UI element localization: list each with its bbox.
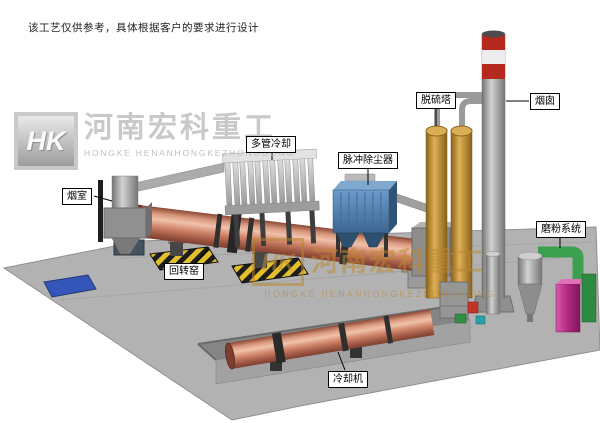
grinding-system [517,246,597,333]
chimney [471,30,515,313]
brand-latin-name: HONGKE HENANHONGKEZHONGGONG [84,148,296,159]
label-smoke-chamber: 烟室 [62,188,92,205]
label-pulse-dust-collector: 脉冲除尘器 [338,152,398,169]
auxiliary-equipment-right [439,251,501,325]
brand-watermark-left: HK 河南宏科重工 HONGKE HENANHONGKEZHONGGONG [14,112,295,170]
disclaimer-text: 该工艺仅供参考，具体根据客户的要求进行设计 [28,22,259,34]
leader-lines [93,100,561,371]
smoke-chamber [98,162,225,255]
label-rotary-kiln: 回转窑 [164,263,204,280]
pulse-dust-collector [332,173,433,257]
brand-name: 河南宏科重工 [84,112,277,144]
label-grinding-system: 磨粉系统 [536,221,586,238]
loading-pad [43,274,97,298]
brand-logo-icon: HK [14,112,78,170]
multi-tube-cooler [222,148,320,248]
label-desulfurization-tower: 脱硫塔 [416,92,456,109]
label-multi-tube-cooler: 多管冷却 [246,136,296,153]
cooling-machine [225,309,435,371]
label-chimney: 烟囱 [530,93,560,110]
label-cooling-machine: 冷却机 [328,371,368,388]
